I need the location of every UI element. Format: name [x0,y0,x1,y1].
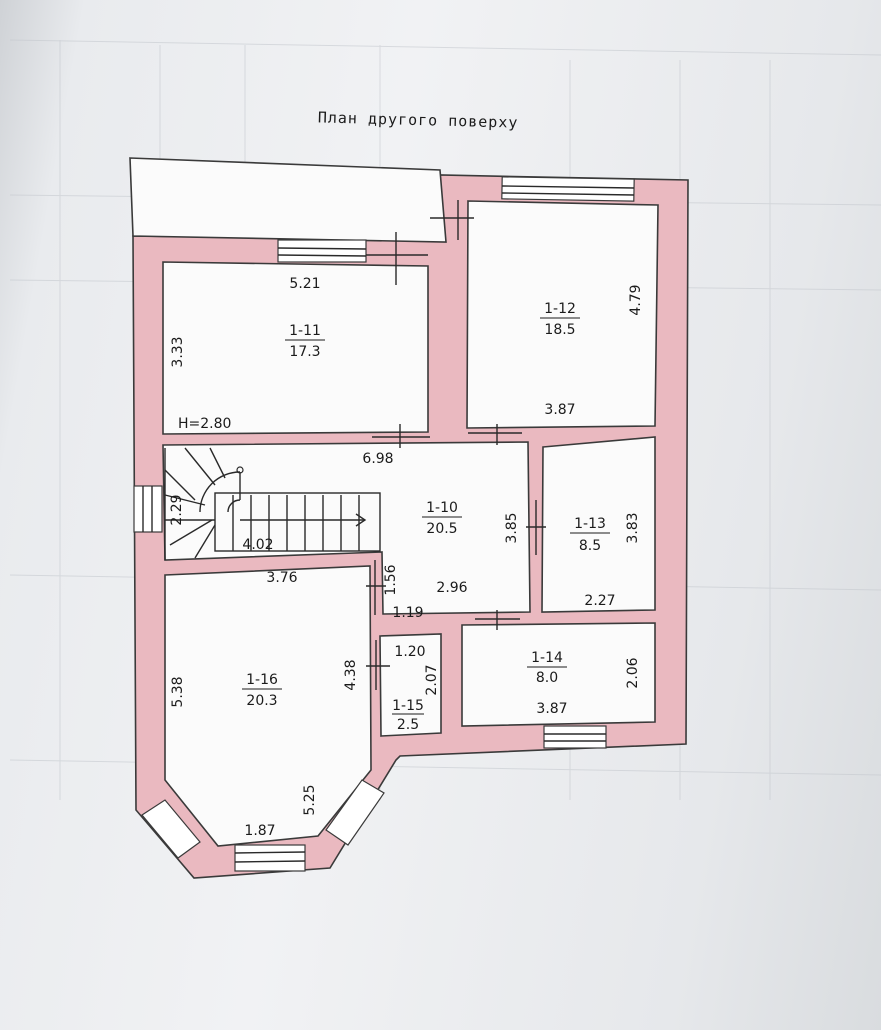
terrace-area [129,157,447,243]
dim-r16-bottom: 1.87 [244,823,275,839]
room-1-13 [541,436,656,613]
dim-height: Н=2.80 [178,416,231,432]
room-area-1-12: 18.5 [544,322,575,338]
dim-stair-width: 2.29 [169,494,185,525]
dim-r12-depth: 4.79 [628,284,644,315]
windows [133,176,635,872]
room-1-11 [162,261,429,435]
dim-hall-small: 1.56 [383,564,399,595]
room-area-1-16: 20.3 [246,693,277,709]
dim-hall-depth: 3.85 [504,512,520,543]
window-stairs [133,485,163,533]
room-area-1-10: 20.5 [426,521,457,537]
dim-hall-top: 6.98 [362,451,393,467]
dim-r13-depth: 3.83 [625,512,641,543]
door-marks [366,200,546,690]
room-id-1-14: 1-14 [531,650,563,666]
plan-title: План другого поверху [318,108,519,131]
dim-hall-small-w: 1.19 [392,605,423,621]
dim-r11-depth: 3.33 [170,336,186,367]
dim-r14-width: 3.87 [536,701,567,717]
dimension-labels: 5.21 3.33 Н=2.80 4.79 3.87 6.98 2.29 4.0… [169,276,644,839]
dim-r15-d: 2.07 [424,664,440,695]
room-1-16 [164,565,372,847]
dim-r16-inner: 4.38 [343,659,359,690]
room-id-1-15: 1-15 [392,698,424,714]
dim-stair-length: 4.02 [242,537,273,553]
room-id-1-16: 1-16 [246,672,278,688]
window-bay-right [325,779,385,846]
dim-hall-bottom: 2.96 [436,580,467,596]
dim-r13-width: 2.27 [584,593,615,609]
dim-r11-width: 5.21 [289,276,320,292]
window-room-1-14 [543,725,607,749]
dim-r15-w: 1.20 [394,644,425,660]
room-area-1-11: 17.3 [289,344,320,360]
window-bay-bottom [234,844,306,872]
dim-r14-depth: 2.06 [625,657,641,688]
room-area-1-15: 2.5 [397,717,419,733]
room-1-14 [461,622,656,727]
room-area-1-13: 8.5 [579,538,601,554]
room-1-15 [379,633,442,737]
room-labels: 1-11 17.3 1-12 18.5 1-10 20.5 1-13 8.5 1… [242,301,610,733]
room-id-1-10: 1-10 [426,500,458,516]
dim-r16-diag: 5.25 [302,784,318,815]
dim-r16-top: 3.76 [266,570,297,586]
room-id-1-13: 1-13 [574,516,606,532]
window-bay-left [141,799,201,859]
window-room-1-11 [277,239,367,263]
floor-plan: 1-11 17.3 1-12 18.5 1-10 20.5 1-13 8.5 1… [129,157,689,879]
dim-r12-width: 3.87 [544,402,575,418]
staircase [164,447,381,560]
room-id-1-11: 1-11 [289,323,321,339]
dim-r16-side: 5.38 [170,676,186,707]
room-area-1-14: 8.0 [536,670,558,686]
room-id-1-12: 1-12 [544,301,576,317]
window-top-right [501,176,635,202]
room-1-12 [466,200,659,429]
